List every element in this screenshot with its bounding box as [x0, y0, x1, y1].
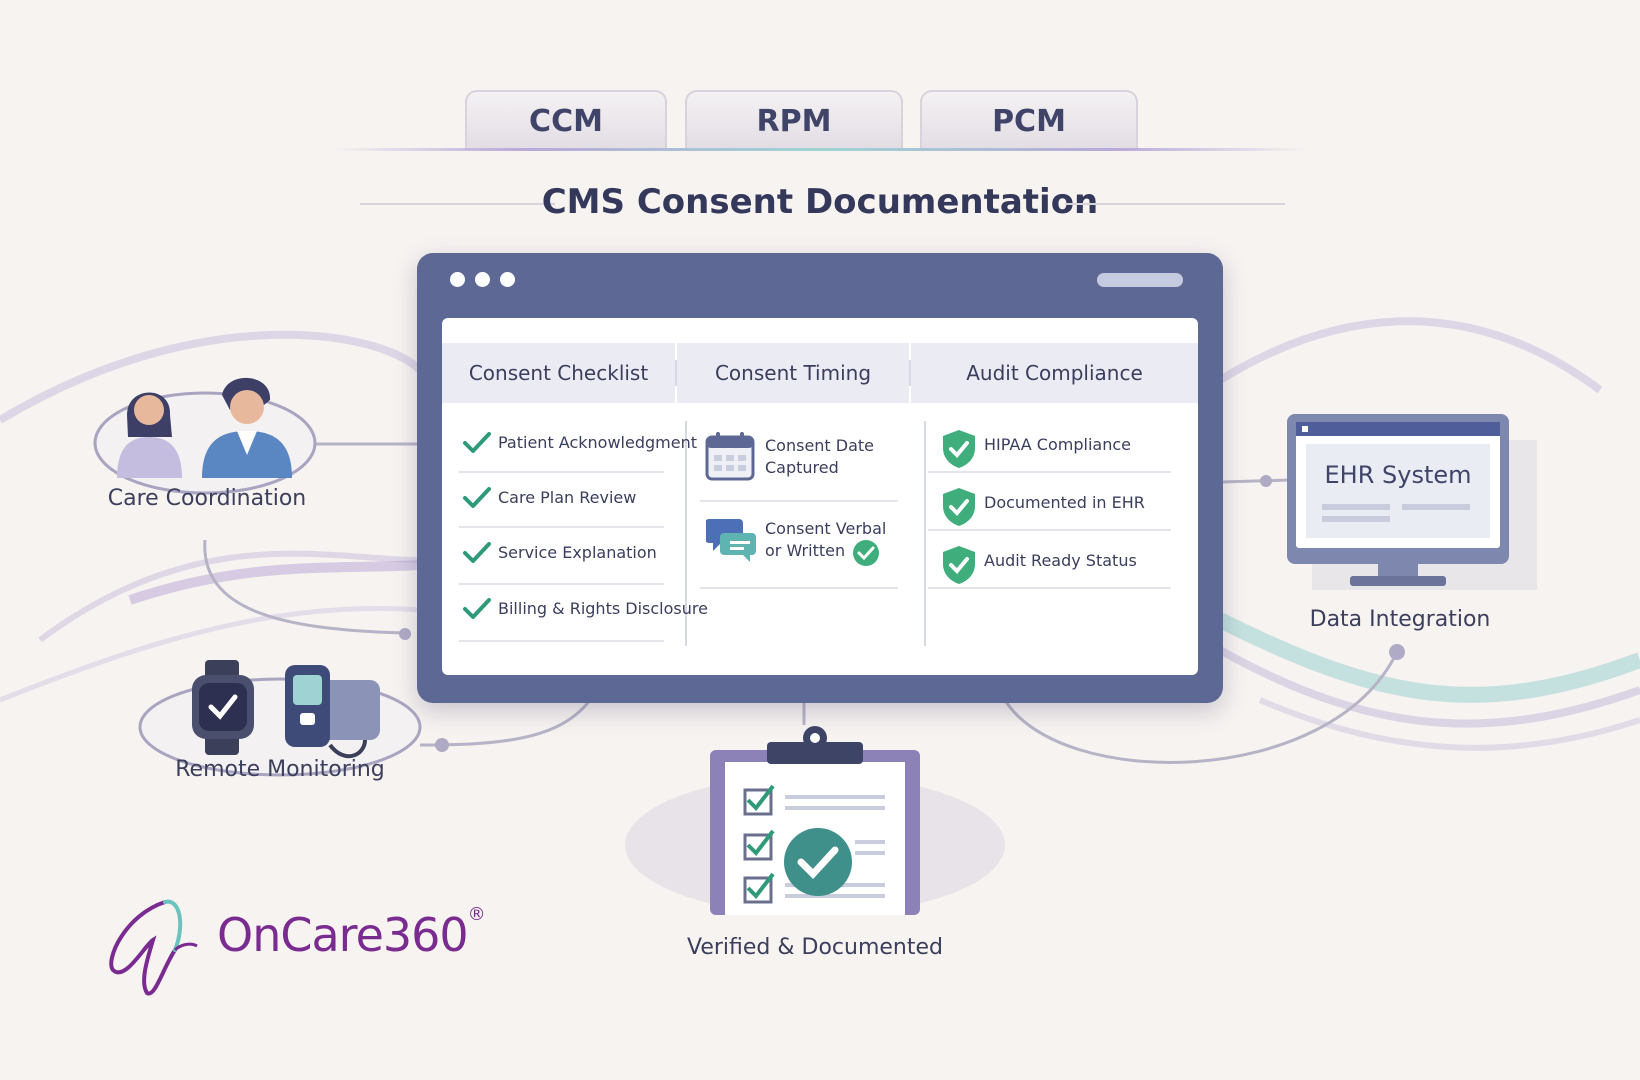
row-divider — [700, 587, 898, 589]
row-divider — [928, 587, 1171, 589]
row-divider — [459, 583, 664, 585]
tab-ccm[interactable]: CCM — [465, 90, 667, 150]
tab-rpm[interactable]: RPM — [685, 90, 903, 150]
column-divider — [685, 421, 687, 646]
window-address-bar — [1097, 273, 1183, 287]
shield-check-icon — [943, 488, 975, 526]
column-divider — [675, 360, 677, 386]
column-heading-checklist: Consent Checklist — [442, 343, 675, 403]
verified-documented-label: Verified & Documented — [686, 935, 943, 960]
check-icon — [463, 487, 491, 508]
chat-bubbles-icon — [706, 519, 756, 562]
window-dot[interactable] — [450, 272, 465, 287]
monitoring-devices-illustration — [138, 660, 422, 777]
audit-item: Documented in EHR — [984, 493, 1145, 512]
audit-item: Audit Ready Status — [984, 551, 1137, 570]
checklist-item: Billing & Rights Disclosure — [498, 599, 708, 618]
data-integration-label: Data Integration — [1309, 607, 1491, 632]
column-heading-audit: Audit Compliance — [911, 343, 1198, 403]
check-icon — [463, 598, 491, 619]
consent-window: Consent Checklist Consent Timing Audit C… — [417, 253, 1223, 703]
row-divider — [700, 500, 898, 502]
row-divider — [459, 471, 664, 473]
clinicians-illustration — [93, 377, 317, 495]
column-divider — [924, 421, 926, 646]
title-rule-left — [360, 203, 555, 205]
shield-check-icon — [943, 430, 975, 468]
row-divider — [928, 471, 1171, 473]
check-icon — [463, 542, 491, 563]
oncare-logo-text: OnCare360® — [217, 904, 486, 962]
row-divider — [459, 640, 664, 642]
window-dot[interactable] — [500, 272, 515, 287]
remote-monitoring-label: Remote Monitoring — [175, 757, 385, 782]
calendar-icon — [705, 432, 755, 481]
oncare-logo-mark — [109, 899, 198, 996]
timing-item-line2: or Written — [765, 541, 846, 560]
timing-item-line2: Captured — [765, 458, 839, 477]
timing-item-line1: Consent Verbal — [765, 519, 887, 538]
column-divider — [909, 360, 911, 386]
checklist-item: Service Explanation — [498, 543, 657, 562]
shield-check-icon — [943, 546, 975, 584]
tab-underline — [330, 148, 1310, 151]
check-circle-icon — [853, 540, 879, 566]
tab-pcm[interactable]: PCM — [920, 90, 1138, 150]
audit-item: HIPAA Compliance — [984, 435, 1131, 454]
window-dot[interactable] — [475, 272, 490, 287]
registered-mark: ® — [467, 904, 486, 925]
title-rule-right — [1065, 203, 1285, 205]
ehr-monitor-illustration — [1287, 414, 1537, 590]
logo-wordmark: OnCare360 — [217, 908, 469, 962]
timing-item-line1: Consent Date — [765, 436, 875, 455]
verified-clipboard-illustration — [625, 726, 1005, 915]
page-title: CMS Consent Documentation — [541, 182, 1099, 222]
consent-panel: Consent Checklist Consent Timing Audit C… — [442, 318, 1198, 675]
check-icon — [463, 432, 491, 453]
ehr-system-label: EHR System — [1324, 461, 1472, 489]
checklist-item: Patient Acknowledgment — [498, 433, 697, 452]
row-divider — [459, 526, 664, 528]
care-coordination-label: Care Coordination — [107, 486, 307, 511]
column-heading-timing: Consent Timing — [677, 343, 909, 403]
checklist-item: Care Plan Review — [498, 488, 637, 507]
row-divider — [928, 529, 1171, 531]
